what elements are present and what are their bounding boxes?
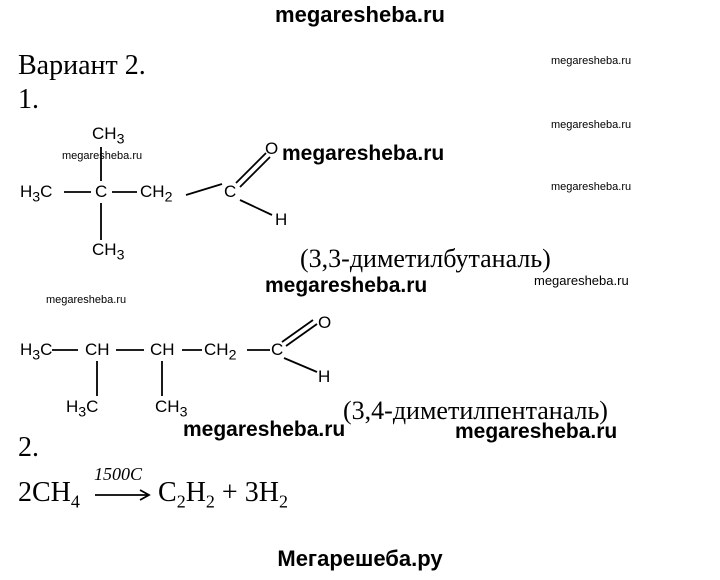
- bond-line: [281, 319, 314, 343]
- atom-ch-b: CH: [150, 340, 175, 359]
- atom-hydrogen: H: [275, 210, 288, 229]
- atom-sub-h3c: H3C: [66, 397, 99, 421]
- atom-ch2: CH2: [204, 340, 237, 364]
- task2-number: 2.: [18, 432, 39, 463]
- watermark-small: megaresheba.ru: [534, 273, 629, 288]
- task1-number: 1.: [18, 84, 39, 115]
- atom-central-c: C: [95, 182, 108, 201]
- footer-watermark: Мегарешеба.ру: [277, 546, 443, 571]
- equation-reactant: 2CH4: [18, 477, 80, 512]
- variant-title: Вариант 2.: [18, 50, 146, 81]
- watermark-large: megaresheba.ru: [183, 418, 346, 441]
- atom-h3c-left: H3C: [20, 182, 53, 206]
- watermark-small: megaresheba.ru: [46, 294, 127, 306]
- header-watermark: megaresheba.ru: [275, 2, 445, 27]
- atom-h3c: H3C: [20, 340, 53, 364]
- bond-line: [185, 183, 223, 196]
- molecule1-name: (3,3-диметилбутаналь): [300, 244, 551, 273]
- watermark-large: megaresheba.ru: [265, 274, 428, 297]
- atom-carbonyl-c: C: [224, 182, 237, 201]
- reaction-condition: 1500C: [94, 464, 143, 484]
- watermark-small: megaresheba.ru: [551, 181, 632, 193]
- watermark-small: megaresheba.ru: [551, 119, 632, 131]
- watermark-large: megaresheba.ru: [282, 142, 445, 165]
- equation-products: C2H2 + 3H2: [158, 477, 288, 512]
- bond-line: [285, 323, 318, 347]
- atom-top-ch3: CH3: [92, 124, 125, 148]
- atom-ch2: CH2: [140, 182, 173, 206]
- watermark-small: megaresheba.ru: [62, 150, 143, 162]
- atom-carbonyl-c: C: [271, 340, 284, 359]
- atom-bottom-ch3: CH3: [92, 240, 125, 264]
- watermark-large: megaresheba.ru: [455, 420, 618, 443]
- bond-line: [239, 156, 271, 188]
- bond-line: [283, 357, 318, 373]
- atom-hydrogen: H: [318, 367, 331, 386]
- atom-oxygen: O: [318, 313, 332, 332]
- watermark-small: megaresheba.ru: [551, 55, 632, 67]
- atom-oxygen: O: [265, 139, 279, 158]
- bond-line: [235, 152, 267, 184]
- atom-ch-a: CH: [85, 340, 110, 359]
- molecule2-name: (3,4-диметилпентаналь): [343, 396, 608, 425]
- atom-sub-ch3: CH3: [155, 397, 188, 421]
- bond-line: [239, 199, 273, 216]
- reaction-arrow-head: [139, 489, 151, 501]
